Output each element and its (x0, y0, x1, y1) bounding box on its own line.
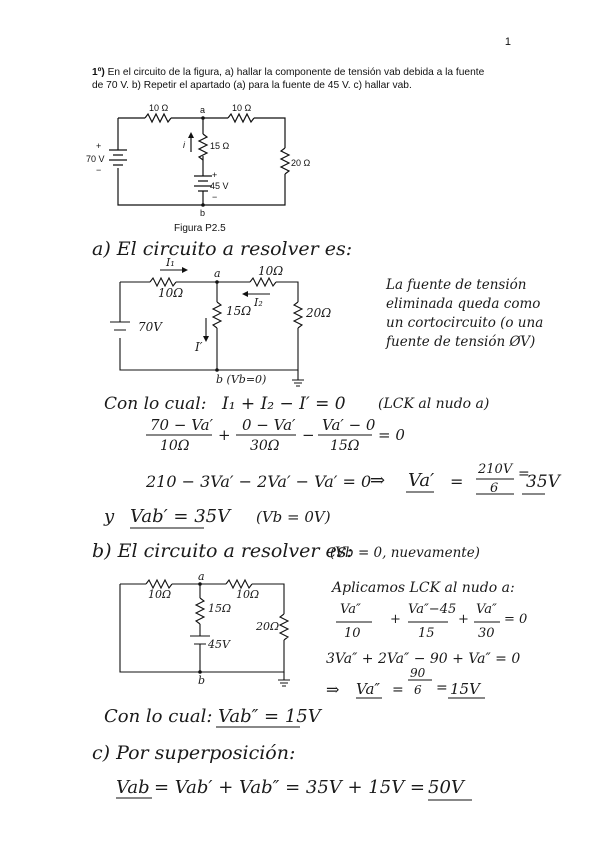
a-op-minus: − (302, 426, 315, 444)
b-f1-num: Va″ (340, 602, 361, 617)
a-result-eq2: = (518, 466, 530, 482)
b-result-lhs: Va″ (356, 680, 381, 698)
note-line-4: fuente de tensión ØV) (386, 334, 536, 350)
plus-45: + (212, 170, 217, 180)
part-c-heading: c) Por superposición: (92, 742, 296, 764)
resistor-10-left (144, 112, 172, 124)
b-op-plus-1: + (390, 612, 401, 627)
b-label-r3: 15Ω (208, 602, 232, 615)
a-label-iprime: I′ (195, 340, 203, 354)
a-arrow: ⇒ (370, 470, 386, 491)
label-r-right: 10 Ω (232, 103, 252, 113)
a-result-lhs: Va′ (408, 470, 435, 491)
label-node-b: b (200, 208, 205, 218)
a-label-node-b: b (Vb=0) (216, 373, 267, 386)
minus-70: − (96, 165, 101, 175)
label-v45: 45 V (210, 181, 229, 191)
a-frac3-den: 15Ω (330, 438, 360, 454)
b-f2-den: 15 (418, 626, 435, 641)
problem-line-1: 1º) En el circuito de la figura, a) hall… (92, 66, 532, 79)
part-a-note: La fuente de tensión eliminada queda com… (386, 276, 543, 352)
a-label-r4: 20Ω (306, 306, 332, 320)
b-eq-zero: = 0 (504, 612, 528, 627)
problem-text-1: En el circuito de la figura, a) hallar l… (107, 67, 485, 78)
b-label-node-a: a (198, 570, 205, 583)
b-lck-text: Aplicamos LCK al nudo a: (332, 580, 515, 596)
b-result-val: 15V (450, 680, 480, 698)
b-label-r1: 10Ω (148, 588, 172, 601)
c-eq-lhs: Vab (116, 777, 150, 798)
a-eq-zero: = 0 (378, 426, 405, 444)
b-f3-num: Va″ (476, 602, 497, 617)
a-frac3-num: Va′ − 0 (322, 416, 376, 434)
a-label-i1: I₁ (166, 256, 175, 269)
a-label-r3: 15Ω (226, 304, 252, 318)
a-line4-y: y (104, 506, 115, 527)
a-frac1-den: 10Ω (160, 438, 190, 454)
part-b-heading: b) El circuito a resolver es: (92, 540, 353, 562)
resistor-20 (279, 147, 291, 175)
a-label-node-a: a (214, 267, 221, 280)
b-f2-num: Va″−45 (408, 602, 457, 617)
problem-statement: 1º) En el circuito de la figura, a) hall… (92, 66, 532, 92)
label-r-far: 20 Ω (291, 158, 311, 168)
resistor-10-right (227, 112, 255, 124)
a-con-lo-cual: Con lo cual: (104, 394, 207, 414)
a-op-plus: + (218, 426, 231, 444)
b-label-r2: 10Ω (236, 588, 260, 601)
a-frac2-den: 30Ω (250, 438, 280, 454)
label-v70: 70 V (86, 154, 105, 164)
label-r-mid: 15 Ω (210, 141, 230, 151)
page-number: 1 (504, 36, 511, 48)
note-line-2: eliminada queda como (386, 296, 541, 312)
b-arrow: ⇒ (326, 680, 340, 699)
b-label-node-b: b (198, 674, 206, 687)
source-70v (109, 149, 127, 166)
a-line3: 210 − 3Va′ − 2Va′ − Va′ = 0 (146, 472, 372, 491)
a-line4-note: (Vb = 0V) (256, 508, 331, 526)
a-label-i2: I₂ (254, 296, 263, 309)
a-result-num: 210V (478, 462, 513, 477)
note-line-1: La fuente de tensión (386, 277, 527, 293)
a-label-r1: 10Ω (158, 286, 184, 300)
source-45v (194, 175, 212, 192)
b-label-src: 45V (208, 638, 230, 651)
minus-45: − (212, 192, 217, 202)
label-node-a: a (200, 105, 205, 115)
part-a-heading: a) El circuito a resolver es: (92, 238, 353, 260)
b-result-eq2: = (436, 680, 448, 696)
c-eq-mid: = Vab′ + Vab″ = 35V + 15V = (154, 777, 426, 798)
b-f3-den: 30 (478, 626, 495, 641)
a-result-val: 35V (526, 472, 560, 492)
a-frac1-num: 70 − Va′ (150, 416, 213, 434)
label-current-i: i (183, 140, 186, 150)
b-result-eq: = (392, 682, 404, 698)
a-result-eq: = (450, 472, 464, 491)
a-line4-eq: Vab′ = 35V (130, 506, 231, 527)
problem-number: 1º) (92, 67, 105, 78)
part-b-heading-note: (Vb = 0, nuevamente) (330, 545, 480, 561)
figure-caption: Figura P2.5 (174, 223, 226, 234)
resistor-15 (197, 133, 209, 161)
note-line-3: un cortocircuito (o una (386, 315, 544, 331)
a-lck-equation: I₁ + I₂ − I′ = 0 (222, 394, 346, 414)
b-result-num: 90 (410, 666, 426, 680)
a-lck-note: (LCK al nudo a) (378, 396, 490, 412)
problem-text-2: de 70 V. b) Repetir el apartado (a) para… (92, 80, 412, 91)
a-frac2-num: 0 − Va′ (242, 416, 296, 434)
b-label-r4: 20Ω (256, 620, 280, 633)
c-eq-result: 50V (428, 777, 464, 798)
b-con-lo-cual: Con lo cual: (104, 706, 213, 727)
a-result-den: 6 (490, 481, 499, 496)
a-label-src: 70V (138, 320, 162, 334)
b-result-den: 6 (414, 683, 422, 697)
b-line2: 3Va″ + 2Va″ − 90 + Va″ = 0 (326, 651, 521, 667)
b-conclusion-eq: Vab″ = 15V (218, 706, 321, 727)
b-f1-den: 10 (344, 626, 361, 641)
label-r-left: 10 Ω (149, 103, 169, 113)
plus-70: + (96, 141, 101, 151)
a-label-r2: 10Ω (258, 264, 284, 278)
b-op-plus-2: + (458, 612, 469, 627)
